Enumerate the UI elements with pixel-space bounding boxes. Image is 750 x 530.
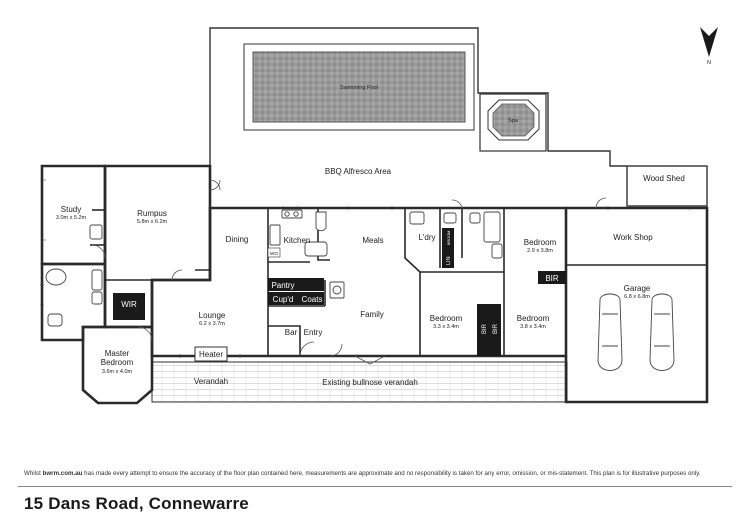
family-name: Family xyxy=(360,310,384,319)
bedroom-b-name: Bedroom xyxy=(430,314,463,323)
bir-a-block xyxy=(538,271,566,284)
bedroom-a-name: Bedroom xyxy=(524,238,557,247)
bedroom-c-name: Bedroom xyxy=(517,314,550,323)
garage-size: 6.8 x 6.8m xyxy=(624,294,650,300)
pantry-label: Pantry xyxy=(271,281,294,290)
windows xyxy=(40,179,691,358)
bir-c-label: BIR xyxy=(493,323,499,334)
property-address: 15 Dans Road, Connewarre xyxy=(24,494,249,513)
north-arrow-icon xyxy=(700,27,718,57)
wood-shed xyxy=(626,165,708,207)
wood-shed-label: Wood Shed xyxy=(643,174,685,183)
bedroom-a-size: 2.9 x 3.8m xyxy=(527,248,553,254)
cupd-coats-block xyxy=(268,292,324,305)
master-size: 3.6m x 4.0m xyxy=(102,369,133,375)
linen-label: LIN xyxy=(446,256,452,265)
bbq-alfresco-area xyxy=(209,27,627,200)
disclaimer: Whilst bwrm.com.au has made every attemp… xyxy=(24,470,729,477)
laundry-name: L'dry xyxy=(418,233,435,242)
wir-block xyxy=(113,293,145,320)
existing-verandah-label: Existing bullnose verandah xyxy=(322,378,418,387)
pool-label: Swimming Pool xyxy=(340,85,378,91)
disclaimer-brand: bwrm.com.au xyxy=(42,470,83,477)
study-name: Study xyxy=(61,205,81,214)
swimming-pool xyxy=(243,43,475,131)
bedroom-b-size: 3.3 x 3.4m xyxy=(433,324,459,330)
disclaimer-text: has made every attempt to ensure the acc… xyxy=(82,470,701,477)
bar-name: Bar xyxy=(285,328,298,337)
broom-label: BROOM xyxy=(447,231,451,245)
master-name-2: Bedroom xyxy=(101,358,134,367)
bir-b-label: BIR xyxy=(482,323,488,334)
linen-broom-block xyxy=(442,228,454,268)
spa-label: Spa xyxy=(508,118,519,124)
spa xyxy=(479,93,547,152)
heater-label: Heater xyxy=(199,350,223,359)
bedroom-c-size: 3.8 x 3.4m xyxy=(520,324,546,330)
pantry-block xyxy=(268,278,324,291)
doors xyxy=(91,179,607,365)
garage-name: Garage xyxy=(624,284,651,293)
lounge-size: 6.2 x 3.7m xyxy=(199,321,225,327)
lounge-name: Lounge xyxy=(199,311,226,320)
wir-label: WIR xyxy=(121,300,137,309)
north-label: N xyxy=(707,60,711,66)
kitchen-name: Kitchen xyxy=(284,236,311,245)
bir-bc-block xyxy=(477,304,501,356)
meals-name: Meals xyxy=(362,236,383,245)
bir-a-label: BIR xyxy=(545,274,559,283)
floor-plan: N Swimming Pool Spa BBQ Alfresco Area Wo… xyxy=(40,27,718,405)
coats-label: Coats xyxy=(302,295,323,304)
study-size: 3.0m x 5.2m xyxy=(56,215,87,221)
heater-box xyxy=(194,346,228,362)
cupd-label: Cup'd xyxy=(273,295,294,304)
disclaimer-prefix: Whilst xyxy=(24,470,43,477)
entry-name: Entry xyxy=(304,328,323,337)
dark-blocks xyxy=(113,228,566,362)
interior-walls xyxy=(90,208,707,356)
wo-box xyxy=(267,247,281,258)
verandah-label: Verandah xyxy=(194,377,228,386)
workshop-name: Work Shop xyxy=(613,233,653,242)
rumpus-size: 5.8m x 6.2m xyxy=(137,219,168,225)
bbq-label: BBQ Alfresco Area xyxy=(325,167,392,176)
footer-divider xyxy=(18,486,732,487)
rumpus-name: Rumpus xyxy=(137,209,167,218)
dining-name: Dining xyxy=(226,235,249,244)
master-name: Master xyxy=(105,349,130,358)
car-icons xyxy=(597,293,675,371)
wo-label: WO xyxy=(270,251,278,256)
fixtures xyxy=(45,209,503,327)
